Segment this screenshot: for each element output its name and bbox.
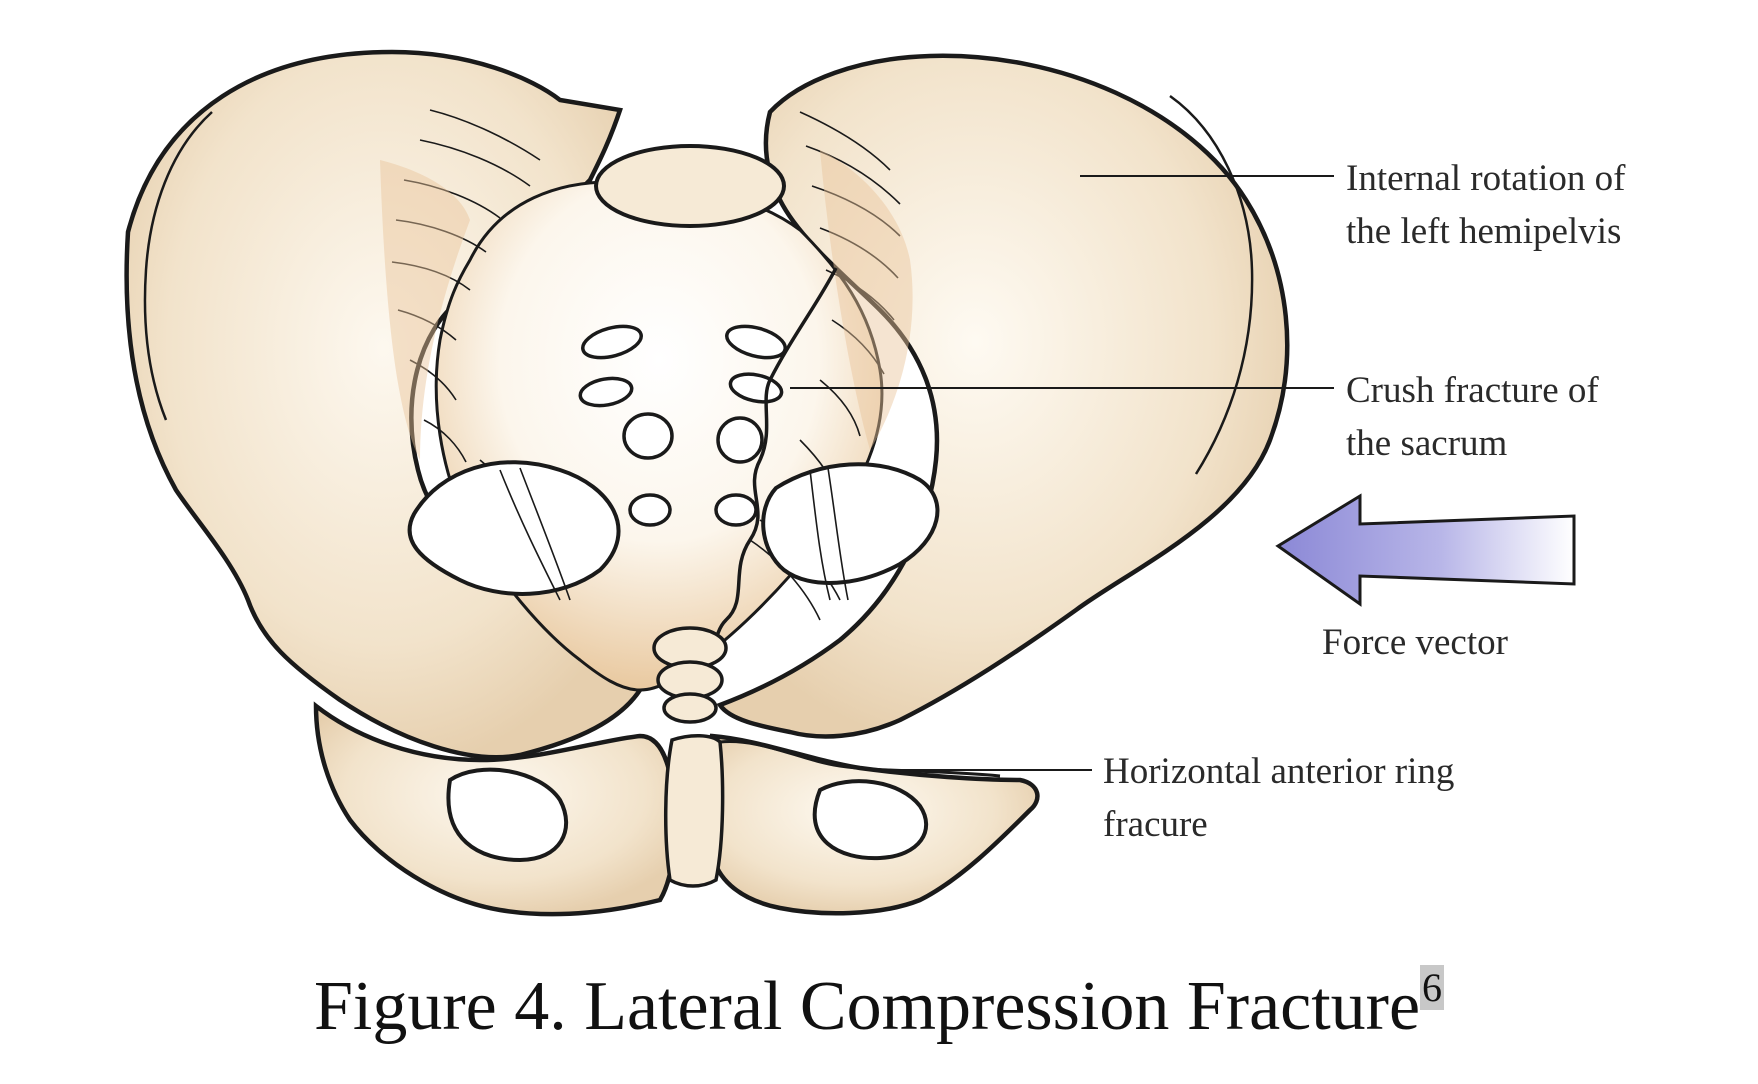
figure-caption-reference: 6	[1420, 965, 1445, 1010]
label-internal-rotation-line-2: the left hemipelvis	[1346, 211, 1622, 252]
label-anterior-ring-line-2: fracure	[1103, 804, 1208, 845]
left-sciatic-notch	[407, 460, 621, 596]
right-ilium	[716, 53, 1290, 739]
label-internal-rotation-line-1: Internal rotation of	[1346, 158, 1626, 199]
anterior-ring-fracture-line	[719, 740, 1001, 778]
right-sciatic-notch	[761, 462, 940, 585]
leader-lines	[790, 175, 1334, 771]
sacral-promontory	[594, 144, 786, 228]
label-crush-fracture-line-2: the sacrum	[1346, 423, 1508, 464]
label-force-vector-text: Force vector	[1322, 622, 1508, 663]
figure-caption: Figure 4. Lateral Compression Fracture6	[0, 946, 1758, 1049]
figure-caption-text: Figure 4. Lateral Compression Fracture	[313, 968, 1421, 1045]
label-internal-rotation: Internal rotation of the left hemipelvis	[1346, 152, 1625, 258]
pubic-symphysis	[664, 734, 725, 888]
label-crush-fracture: Crush fracture of the sacrum	[1346, 364, 1599, 470]
right-obturator-foramen	[812, 779, 928, 861]
force-vector-arrow	[1275, 493, 1576, 607]
label-anterior-ring: Horizontal anterior ring fracure	[1103, 745, 1454, 851]
coccyx	[652, 626, 728, 724]
label-force-vector: Force vector	[1322, 616, 1508, 669]
left-obturator-foramen	[446, 767, 569, 863]
label-anterior-ring-line-1: Horizontal anterior ring	[1103, 751, 1455, 792]
label-crush-fracture-line-1: Crush fracture of	[1346, 370, 1599, 411]
